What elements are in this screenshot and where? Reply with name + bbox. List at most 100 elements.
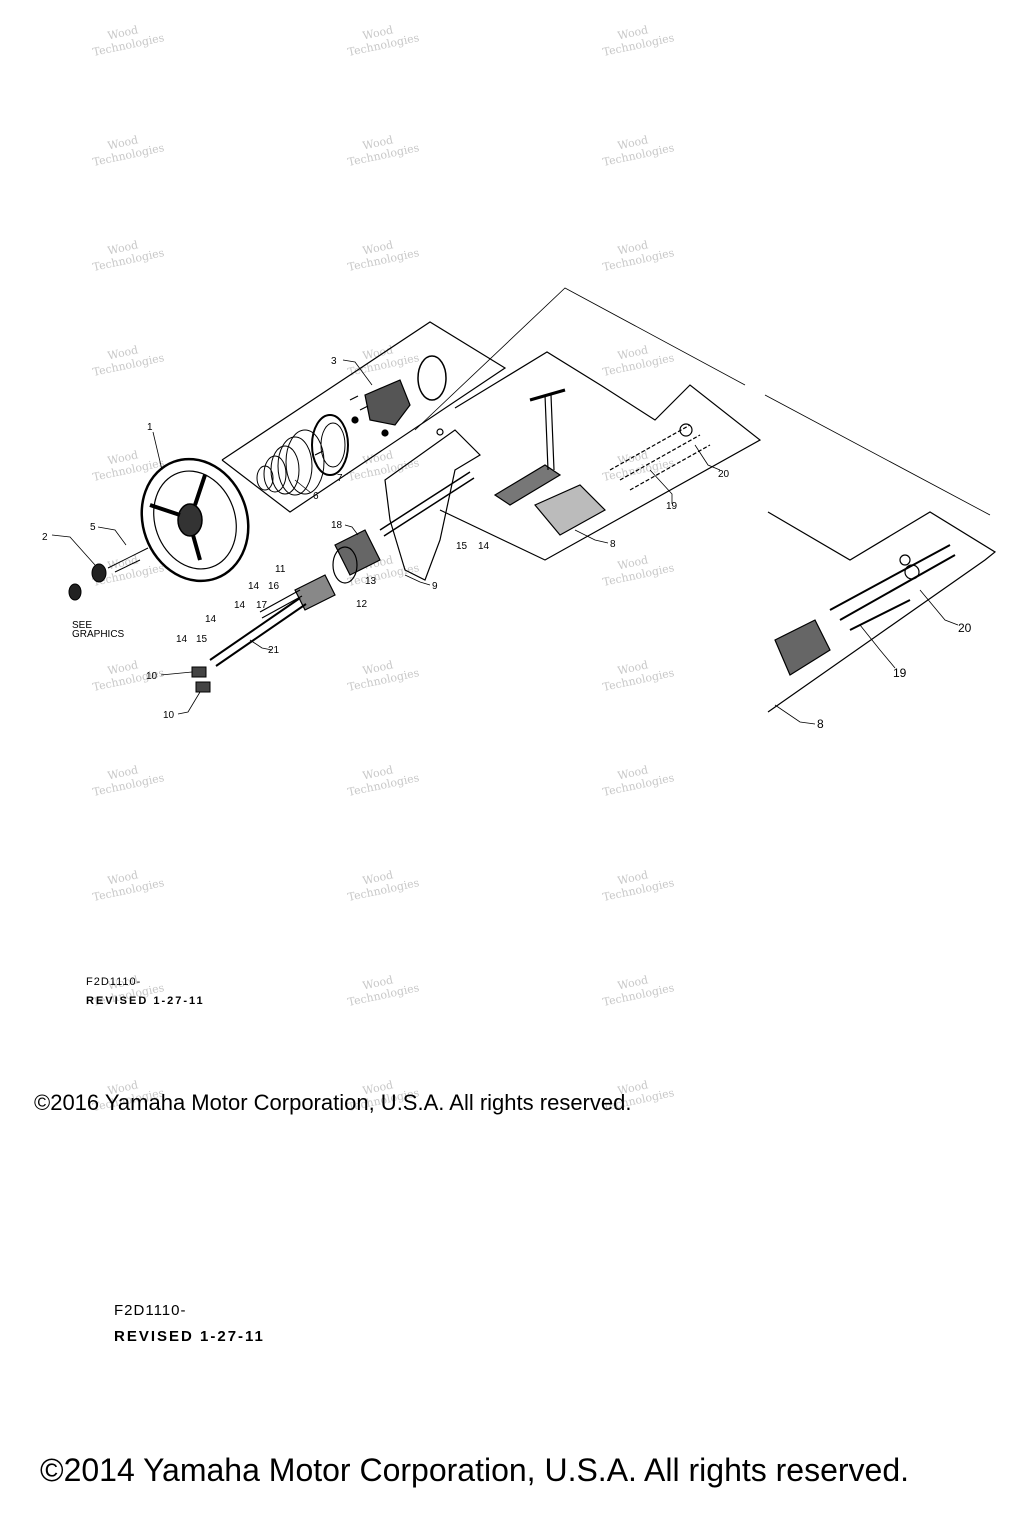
watermark-text: Wood (616, 658, 649, 677)
callout-14a: 14 (478, 541, 490, 552)
callout-7: 7 (337, 473, 343, 484)
watermark-text: Wood (106, 973, 139, 992)
copyright-large: ©2014 Yamaha Motor Corporation, U.S.A. A… (40, 1452, 910, 1488)
watermark-text: Wood (106, 1078, 139, 1097)
boot-ring-2 (263, 455, 287, 493)
shaft-tube (209, 597, 307, 667)
bracket-top-link (529, 388, 566, 402)
watermark-text: Wood (616, 763, 649, 782)
leader-lines (51, 359, 959, 725)
leader-2 (51, 534, 96, 566)
callout-10b: 10 (163, 710, 175, 721)
callout-10a: 10 (146, 671, 158, 682)
hub-ring (311, 414, 349, 476)
inset-washer-20 (904, 564, 920, 580)
shaft-segment (259, 589, 303, 619)
bracket-hole (436, 428, 444, 436)
callout-20a: 20 (718, 469, 730, 480)
watermark-text: Wood (361, 658, 394, 677)
washer-set (107, 547, 149, 573)
steering-bracket (493, 388, 711, 536)
callout-8b: 8 (817, 717, 824, 731)
u-joints (191, 666, 211, 693)
callout-14b: 14 (248, 581, 260, 592)
bracket-base (534, 484, 606, 536)
u-joint-upper (191, 666, 207, 678)
watermark-text: Wood (106, 448, 139, 467)
leader-21 (249, 639, 273, 651)
bracket-post (544, 394, 555, 471)
copyright-small: ©2016 Yamaha Motor Corporation, U.S.A. A… (34, 1090, 632, 1115)
watermark-text: Wood (616, 343, 649, 362)
inset-washer-b (899, 554, 911, 566)
leader-8b (774, 704, 816, 725)
watermark-text: Wood (361, 343, 394, 362)
watermark-text: Wood (106, 868, 139, 887)
callout-17: 17 (256, 600, 268, 611)
watermark-text: Wood (361, 448, 394, 467)
inset-body (774, 619, 831, 676)
washer (68, 583, 82, 601)
watermark-text: Wood (106, 343, 139, 362)
watermark-text: Wood (616, 868, 649, 887)
leader-8a (574, 529, 609, 544)
callout-14e: 14 (176, 634, 188, 645)
watermark-text: Wood (106, 23, 139, 42)
boot-ring-5 (285, 429, 325, 495)
hub-assembly (314, 355, 447, 456)
watermark-text: Wood (616, 448, 649, 467)
callout-14d: 14 (205, 614, 217, 625)
callout-20b: 20 (958, 621, 972, 635)
leader-line-top (414, 287, 991, 516)
inset-group-outline (767, 511, 997, 713)
watermark-text: Wood (616, 1078, 649, 1097)
boot-body (334, 529, 381, 576)
column-boot (332, 529, 381, 584)
leader-20a (694, 444, 721, 471)
boot-ring-4 (277, 436, 313, 496)
bracket-group-outline (439, 351, 762, 561)
callout-14c: 14 (234, 600, 246, 611)
hub-bolt-a (351, 416, 359, 424)
watermark-text: Wood (616, 23, 649, 42)
ring-outer (311, 414, 349, 476)
hub-group-outline (221, 321, 507, 513)
callout-2: 2 (42, 532, 48, 543)
inset-bolts (829, 544, 956, 631)
watermark-text: Wood (106, 658, 139, 677)
callout-3: 3 (331, 356, 337, 367)
hub-body (364, 379, 411, 426)
leader-18 (344, 524, 359, 536)
nut-cap (91, 563, 107, 583)
leader-20b (919, 589, 959, 626)
watermark-text: Wood (616, 973, 649, 992)
wheel-spokes (149, 474, 207, 561)
callout-15a: 15 (196, 634, 208, 645)
callout-5: 5 (90, 522, 96, 533)
watermark-text: Wood (616, 133, 649, 152)
leader-5 (97, 526, 127, 546)
bracket-arm (493, 464, 562, 506)
callout-6: 6 (313, 491, 319, 502)
callout-numbers: 1 2 3 5 6 7 8 8 9 10 10 11 12 13 14 14 1… (42, 356, 972, 731)
callout-9: 9 (432, 581, 438, 592)
watermark-text: Wood (361, 763, 394, 782)
wheel-rim-inner (153, 470, 237, 570)
